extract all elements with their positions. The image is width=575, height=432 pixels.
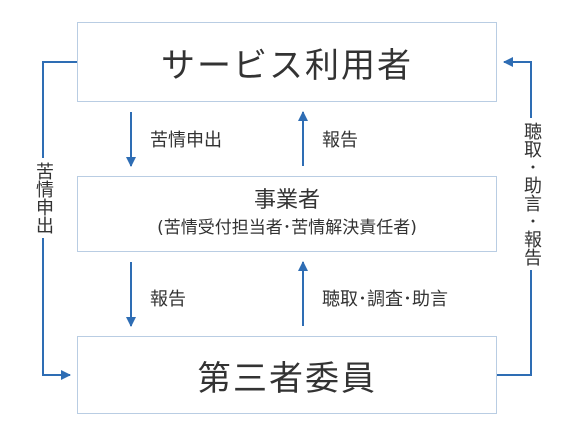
committee-box: 第三者委員 <box>77 336 497 414</box>
provider-title: 事業者 <box>253 188 320 213</box>
label-hearing-bottom: 聴取･調査･助言 <box>322 289 448 310</box>
provider-box: 事業者 (苦情受付担当者･苦情解決責任者) <box>77 176 497 252</box>
label-left-side: 苦情申出 <box>32 158 54 238</box>
committee-label: 第三者委員 <box>197 358 377 399</box>
provider-subtitle: (苦情受付担当者･苦情解決責任者) <box>157 218 417 238</box>
label-report-bottom: 報告 <box>150 289 186 310</box>
label-complaint-top: 苦情申出 <box>150 130 222 151</box>
label-report-top: 報告 <box>322 130 358 151</box>
service-users-box: サービス利用者 <box>77 22 497 102</box>
service-users-label: サービス利用者 <box>161 45 413 86</box>
label-right-side: 聴取･助言･報告 <box>520 118 542 270</box>
